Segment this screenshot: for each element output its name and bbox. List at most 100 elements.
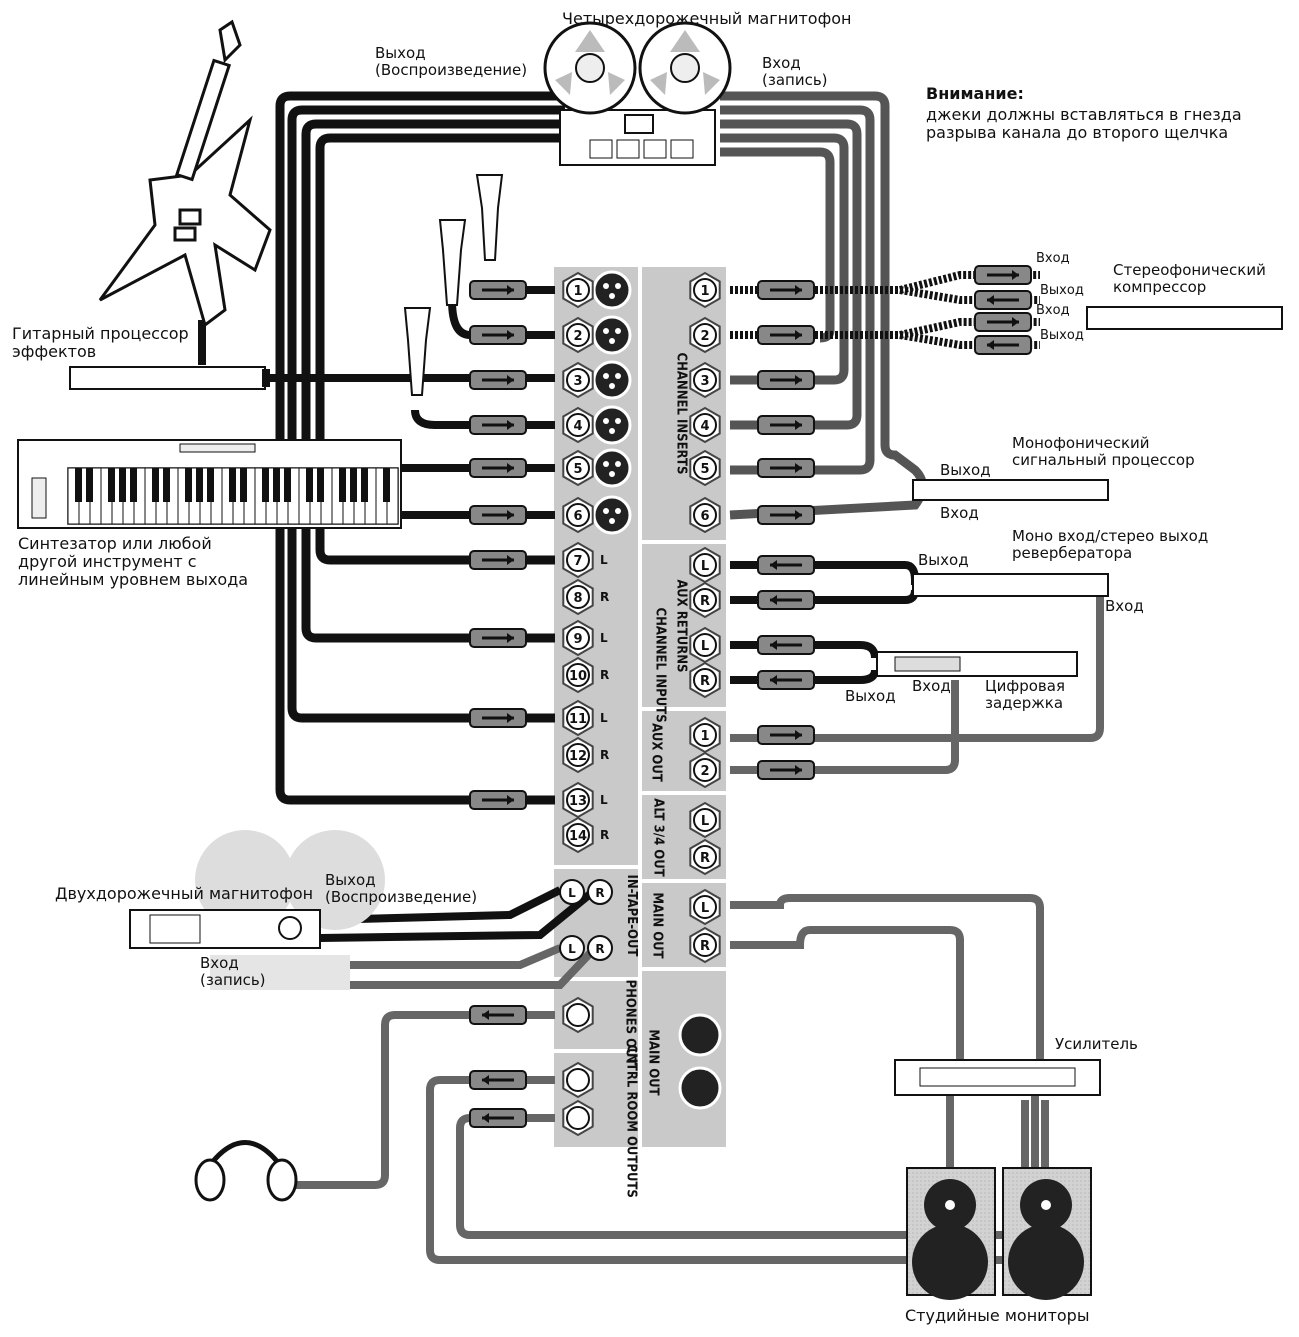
amplifier: [895, 1060, 1100, 1095]
main-out-socket-1-num: L: [701, 901, 709, 916]
main-out-socket-2-num: R: [700, 939, 710, 954]
input-socket-1[interactable]: 1: [563, 273, 592, 307]
aux-return-socket-1-num: L: [701, 559, 709, 574]
aux-return-socket-3[interactable]: L: [690, 628, 719, 662]
stereo-compressor: [1087, 307, 1282, 329]
cable-main-L: [730, 898, 1040, 1060]
aux-out-label: AUX OUT: [649, 723, 664, 783]
comp-port-2: Выход: [1040, 282, 1084, 299]
input-socket-2[interactable]: 2: [563, 318, 592, 352]
delay-label: Цифровая задержка: [985, 678, 1065, 712]
insert-socket-2[interactable]: 2: [690, 318, 719, 352]
input-socket-3[interactable]: 3: [563, 363, 592, 397]
xlr-input-1[interactable]: [594, 272, 630, 308]
jack-ctrl-L: [470, 1071, 526, 1089]
tape4-out-label: Выход (Воспроизведение): [375, 45, 527, 79]
jack-input-11: [470, 709, 526, 727]
jack-comp-2: [975, 291, 1031, 309]
tape2-title: Двухдорожечный магнитофон: [55, 885, 313, 903]
reverb-out: Выход: [918, 552, 969, 569]
alt-out-socket-2[interactable]: R: [690, 840, 719, 874]
jack-input-5: [470, 459, 526, 477]
input-socket-9-num: 9: [573, 632, 582, 647]
insert-socket-5[interactable]: 5: [690, 451, 719, 485]
mono-proc-out: Выход: [940, 462, 991, 479]
headphones: [196, 1143, 296, 1201]
input-socket-12-side: R: [600, 748, 609, 762]
alt-out-label: ALT 3/4 OUT: [651, 798, 666, 878]
input-socket-11-side: L: [600, 711, 608, 725]
insert-socket-2-num: 2: [700, 329, 709, 344]
inserts-section-label: CHANNEL INSERTS: [674, 353, 689, 463]
jack-insert-4: [758, 416, 814, 434]
aux-out-socket-1[interactable]: 1: [690, 718, 719, 752]
input-socket-13-side: L: [600, 793, 608, 807]
input-socket-4[interactable]: 4: [563, 408, 592, 442]
guitar-fx-label: Гитарный процессор эффектов: [12, 325, 189, 361]
jack-insert-2: [758, 326, 814, 344]
jack-insert-3: [758, 371, 814, 389]
ctrl-room-label: CNTRL ROOM OUTPUTS: [624, 1045, 639, 1155]
input-socket-5[interactable]: 5: [563, 451, 592, 485]
insert-socket-1[interactable]: 1: [690, 273, 719, 307]
main-out-socket-1[interactable]: L: [690, 890, 719, 924]
insert-socket-3[interactable]: 3: [690, 363, 719, 397]
input-socket-8-num: 8: [573, 591, 582, 606]
tape4-in-label: Вход (запись): [762, 55, 828, 89]
insert-socket-1-num: 1: [700, 284, 709, 299]
insert-socket-6[interactable]: 6: [690, 498, 719, 532]
aux-out-socket-2[interactable]: 2: [690, 753, 719, 787]
mono-proc-in: Вход: [940, 505, 979, 522]
jack-aux-return-2: [758, 591, 814, 609]
xlr-input-4[interactable]: [594, 407, 630, 443]
input-socket-3-num: 3: [573, 374, 582, 389]
rca-socket-1[interactable]: L: [560, 880, 584, 904]
jack-input-7: [470, 551, 526, 569]
jack-input-9: [470, 629, 526, 647]
rca-socket-4[interactable]: R: [588, 936, 612, 960]
xlr-input-3[interactable]: [594, 362, 630, 398]
jack-insert-1: [758, 281, 814, 299]
input-socket-4-num: 4: [573, 419, 582, 434]
alt-out-socket-1[interactable]: L: [690, 803, 719, 837]
input-socket-10-side: R: [600, 668, 609, 682]
insert-socket-5-num: 5: [700, 462, 709, 477]
reverb-label: Моно вход/стерео выход ревербератора: [1012, 528, 1208, 562]
phones-socket[interactable]: [563, 998, 592, 1032]
tape2-out: Выход (Воспроизведение): [325, 872, 477, 906]
input-socket-1-num: 1: [573, 284, 582, 299]
insert-socket-4-num: 4: [700, 419, 709, 434]
input-socket-2-num: 2: [573, 329, 582, 344]
alt-out-socket-2-num: R: [700, 851, 710, 866]
input-socket-14-side: R: [600, 828, 609, 842]
jack-comp-4: [975, 336, 1031, 354]
rca-socket-2[interactable]: R: [588, 880, 612, 904]
xlr-input-6[interactable]: [594, 497, 630, 533]
input-socket-10-num: 10: [569, 669, 587, 684]
input-socket-7-side: L: [600, 553, 608, 567]
insert-socket-4[interactable]: 4: [690, 408, 719, 442]
aux-return-socket-2[interactable]: R: [690, 583, 719, 617]
delay-unit: [877, 652, 1077, 676]
aux-return-socket-1[interactable]: L: [690, 548, 719, 582]
ctrl-room-socket-R[interactable]: [563, 1101, 592, 1135]
jack-insert-5: [758, 459, 814, 477]
aux-return-socket-4[interactable]: R: [690, 663, 719, 697]
xlr-input-5[interactable]: [594, 450, 630, 486]
reverb-unit: [913, 574, 1108, 596]
synthesizer: [18, 440, 401, 528]
xlr-input-2[interactable]: [594, 317, 630, 353]
main-out-socket-2[interactable]: R: [690, 928, 719, 962]
jack-input-4: [470, 416, 526, 434]
aux-returns-label: AUX RETURNS: [674, 580, 689, 670]
jack-comp-3: [975, 313, 1031, 331]
delay-in: Вход: [912, 678, 951, 695]
tape4-machine: [545, 23, 730, 165]
input-socket-6[interactable]: 6: [563, 498, 592, 532]
rca-socket-3[interactable]: L: [560, 936, 584, 960]
cable-main-R: [730, 930, 960, 1060]
phones-label: PHONES OUT: [623, 980, 638, 1050]
ctrl-room-socket-L[interactable]: [563, 1063, 592, 1097]
note-title: Внимание:: [926, 85, 1024, 103]
